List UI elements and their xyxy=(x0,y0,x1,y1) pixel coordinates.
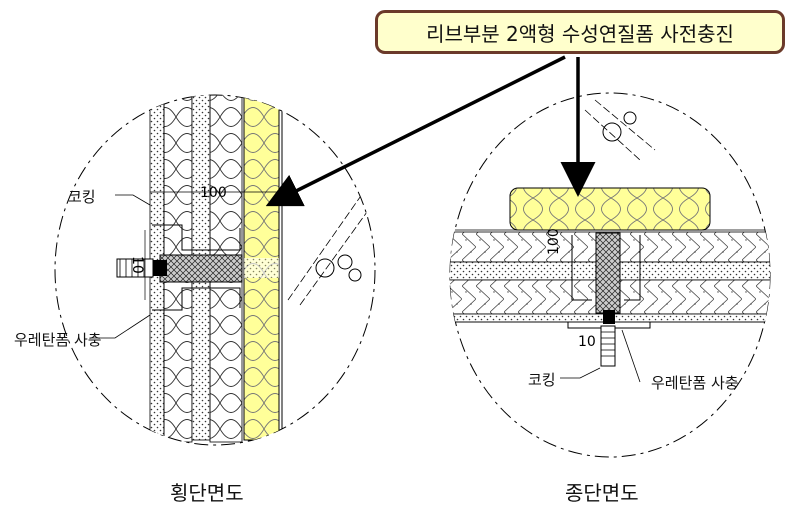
right-caption: 종단면도 xyxy=(565,481,639,505)
left-dim-side: 10 xyxy=(129,256,145,274)
right-dim-top: 100 xyxy=(546,228,562,255)
right-urethane-label: 우레탄폼 사충 xyxy=(651,374,739,392)
left-urethane-label: 우레탄폼 사충 xyxy=(14,331,102,349)
left-caption: 횡단면도 xyxy=(170,481,244,505)
right-caulking-label: 코킹 xyxy=(528,371,556,389)
left-caulking-label: 코킹 xyxy=(68,188,96,206)
callout-box: 리브부분 2액형 수성연질폼 사전충진 xyxy=(375,10,785,54)
left-cross-section xyxy=(54,94,376,446)
right-dim-bottom: 10 xyxy=(578,334,596,350)
left-leader-arrow xyxy=(265,55,566,207)
left-dim-top: 100 xyxy=(200,185,227,201)
right-longitudinal-section xyxy=(449,92,771,458)
